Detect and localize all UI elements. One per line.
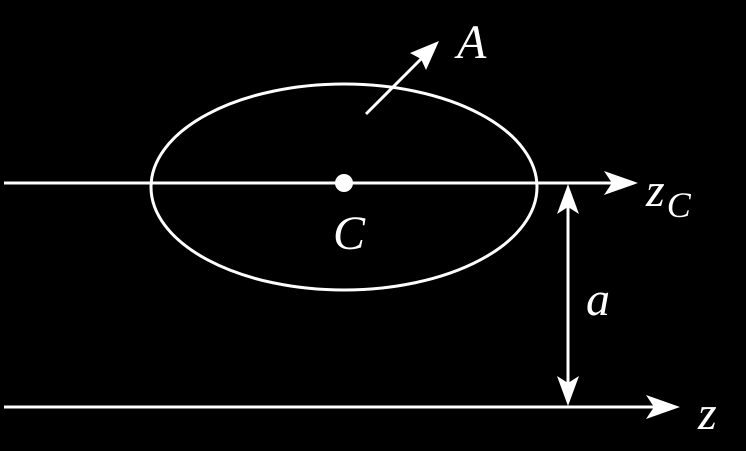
area-ellipse — [149, 82, 539, 292]
centroid-axis-arrowhead — [604, 171, 638, 195]
centroid-axis-label-main: z — [645, 164, 665, 217]
distance-arrowhead-top — [557, 184, 579, 214]
distance-arrowhead-bottom — [557, 376, 579, 406]
parallel-axis-label: z — [697, 387, 717, 440]
centroid-dot — [335, 174, 353, 192]
centroid-axis-label: zC — [645, 164, 692, 225]
centroid-axis-label-subscript: C — [667, 185, 692, 225]
area-pointer-line — [364, 54, 426, 116]
area-pointer-arrowhead — [410, 41, 439, 70]
parallel-axis-arrowhead — [646, 395, 680, 419]
area-label: A — [454, 16, 487, 69]
centroid-label: C — [333, 207, 366, 260]
distance-label: a — [586, 273, 610, 326]
